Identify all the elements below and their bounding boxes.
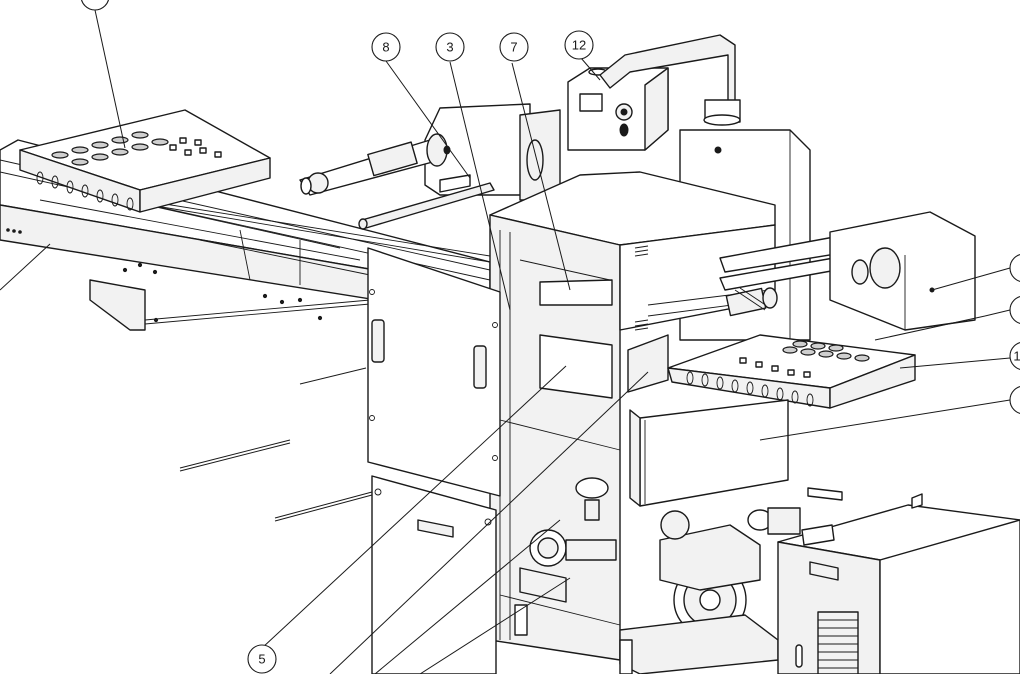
collection-tank [629,399,789,507]
support-rod [358,174,495,230]
callout-top-left [81,0,109,11]
main-cabinet [489,129,811,661]
conveyor-frame-holes [6,228,323,323]
pump-motor-left [519,477,617,603]
perforated-tray-left [19,109,271,213]
door-slot [417,519,454,538]
callout-5: 5 [247,644,277,674]
cabinet-vent-marks [634,245,649,331]
right-tray-slots [739,340,870,378]
chiller-cap [801,524,835,546]
callout-8: 8 [371,32,401,62]
callout-8-label: 8 [382,40,389,55]
callout-7-label: 7 [510,40,517,55]
chiller-label-plate [809,561,839,581]
base-plate [514,604,779,674]
callout-3: 3 [435,32,465,62]
right-guide-rails [719,234,849,317]
control-box [567,67,669,151]
loose-bracket [807,487,843,501]
callout-right-2 [1009,296,1020,324]
part-7-box [539,279,613,306]
chiller-vent-grille [817,611,859,674]
drive-shaft [299,133,451,196]
tray-slots [51,131,222,166]
right-motor [829,211,986,341]
chiller-top-tab [911,493,923,509]
display-window [579,93,603,112]
door-handle-upper-left [371,319,385,363]
callout-right-3-label: 1 [1013,349,1020,364]
callout-12-label: 12 [572,38,586,53]
cabinet-door-upper [367,247,501,497]
loose-pins [179,367,373,522]
part-5-box [539,334,613,399]
conveyor-rails [139,199,491,285]
perforated-tray-right [667,334,916,409]
callout-3-label: 3 [446,40,453,55]
chiller-unit [777,487,1020,674]
lift-handle-frame [599,34,741,126]
callout-7: 7 [499,32,529,62]
callout-12: 12 [564,30,594,60]
right-tray-side-slots [686,371,814,407]
callout-right-3: 1 [1009,342,1020,370]
tray-side-slots [36,171,134,211]
callout-right-4 [1009,386,1020,414]
leader-lines [0,9,1011,674]
callout-5-label: 5 [258,652,265,667]
door-handle-upper-right [473,345,487,389]
callout-right-1 [1009,254,1020,282]
